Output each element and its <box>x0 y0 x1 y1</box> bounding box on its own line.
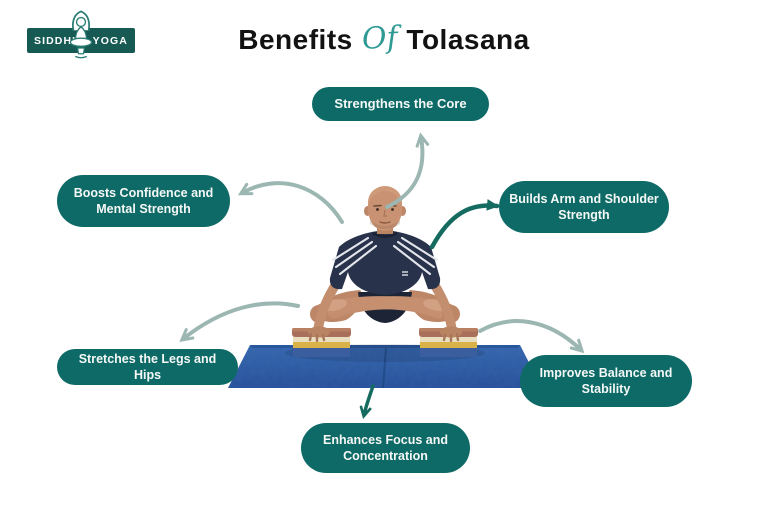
logo-word-right: YOGA <box>92 34 128 47</box>
meditating-yogi-icon <box>69 10 93 59</box>
brand-logo: SIDDHI YOGA <box>27 10 137 60</box>
benefit-pill-core: Strengthens the Core <box>312 87 489 121</box>
title-pose-name: Tolasana <box>406 24 530 55</box>
yoga-mat <box>228 345 542 389</box>
logo-word-left: SIDDHI <box>34 34 77 47</box>
arrow-to-confidence <box>242 181 344 224</box>
yoga-block-left <box>292 328 351 357</box>
benefit-pill-confidence: Boosts Confidence and Mental Strength <box>57 175 230 227</box>
title-prefix: Benefits <box>238 24 353 55</box>
shirt-stripes <box>331 236 439 276</box>
arrow-to-focus <box>364 384 375 415</box>
benefit-pill-legs-hips: Stretches the Legs and Hips <box>57 349 238 385</box>
benefit-pill-arm-shoulder: Builds Arm and Shoulder Strength <box>499 181 669 233</box>
yoga-block-right <box>419 328 478 357</box>
arrow-to-arm-shoulder <box>429 199 500 250</box>
benefit-pill-focus: Enhances Focus and Concentration <box>301 423 470 473</box>
yogi-figure <box>308 186 462 343</box>
figure-shadow <box>285 344 485 362</box>
arrow-to-legs-hips <box>183 301 300 339</box>
page-title: Benefits Of Tolasana <box>0 18 768 62</box>
title-connector: Of <box>360 19 399 57</box>
arrow-to-core <box>385 137 422 209</box>
arrow-to-balance <box>478 319 581 350</box>
benefit-pill-balance: Improves Balance and Stability <box>520 355 692 407</box>
